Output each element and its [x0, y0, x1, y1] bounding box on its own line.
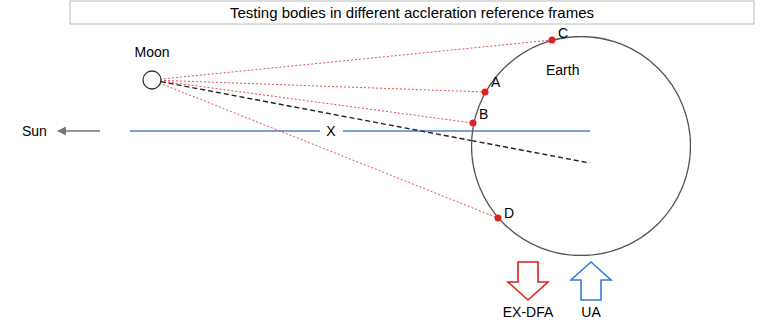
- title-frame: [70, 1, 754, 24]
- down-arrow: [508, 262, 548, 300]
- moon-circle: [143, 71, 161, 89]
- sun-direction-arrow: [58, 130, 100, 131]
- distance-line: [130, 130, 320, 132]
- sight-line: [152, 80, 485, 92]
- sight-lines: [152, 40, 552, 218]
- up-arrow: [571, 262, 611, 300]
- direction-label: Sun: [22, 123, 47, 139]
- diagram-title: Testing bodies in different accleration …: [70, 2, 754, 23]
- point-label: A: [491, 74, 500, 90]
- point-label: D: [504, 205, 514, 221]
- sight-line: [152, 80, 473, 123]
- center-line: [161, 82, 472, 141]
- force-label: UA: [581, 304, 600, 320]
- earth-outline: [471, 36, 691, 256]
- center-line-continuation: [472, 141, 590, 163]
- distance-label: X: [326, 123, 335, 139]
- earth-body: Earth: [471, 36, 691, 256]
- sight-line: [152, 80, 498, 218]
- earth-circle: [472, 37, 691, 256]
- distance-line: [343, 130, 590, 132]
- moon-body: Moon: [126, 44, 178, 92]
- body-name: Earth: [546, 62, 579, 78]
- force-label: EX-DFA: [503, 304, 554, 320]
- point-label: B: [479, 106, 488, 122]
- body-name: Moon: [134, 44, 169, 60]
- point-label: C: [558, 25, 568, 41]
